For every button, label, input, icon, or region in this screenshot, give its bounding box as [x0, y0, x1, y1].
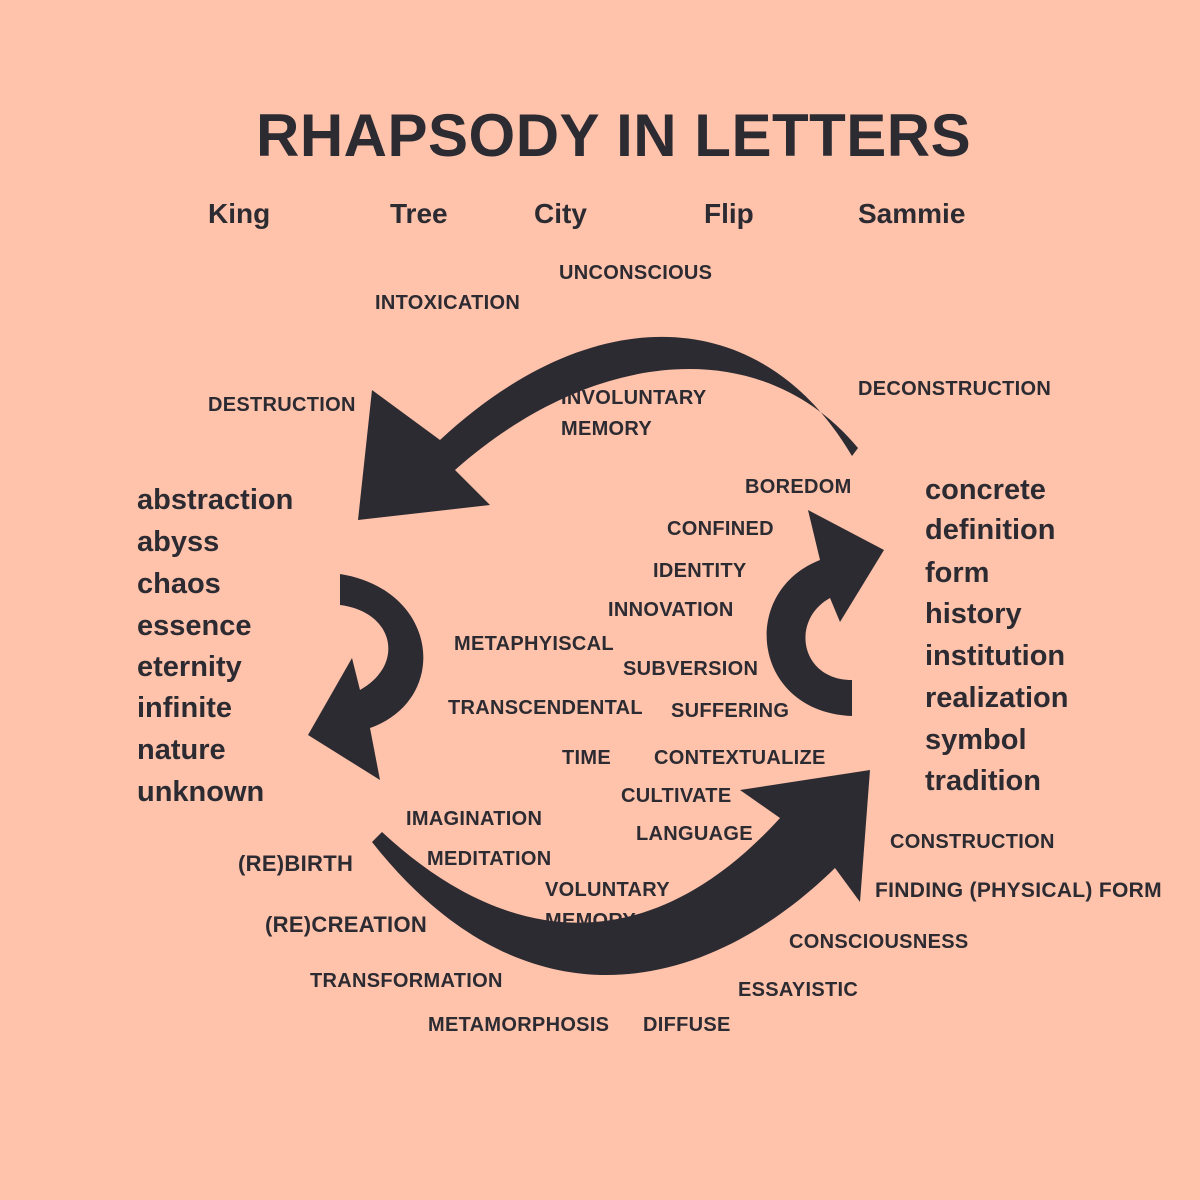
term-recreation: (RE)CREATION [265, 912, 428, 937]
left-term-essence: essence [137, 610, 252, 642]
term-meditation: MEDITATION [427, 848, 552, 870]
name-city: City [534, 198, 587, 229]
diagram-title: RHAPSODY IN LETTERS [256, 102, 972, 169]
right-term-history: history [925, 598, 1022, 630]
left-term-abstraction: abstraction [137, 484, 294, 516]
term-deconstruction: DECONSTRUCTION [858, 378, 1052, 400]
right-term-concrete: concrete [925, 474, 1046, 506]
right-term-definition: definition [925, 514, 1056, 546]
left-term-abyss: abyss [137, 526, 220, 558]
bottom-arc-arrow [372, 770, 870, 976]
name-tree: Tree [390, 198, 448, 229]
left-small-arrow [308, 574, 424, 780]
term-metamorphosis: METAMORPHOSIS [428, 1014, 610, 1036]
term-boredom: BOREDOM [745, 476, 852, 498]
term-unconscious: UNCONSCIOUS [559, 262, 713, 284]
term-imagination: IMAGINATION [406, 808, 543, 830]
term-cultivate: CULTIVATE [621, 785, 732, 807]
term-suffering: SUFFERING [671, 700, 790, 722]
left-term-unknown: unknown [137, 776, 265, 808]
term-destruction: DESTRUCTION [208, 394, 356, 416]
term-voluntary-memory: MEMORY [545, 910, 637, 932]
term-transcendental: TRANSCENDENTAL [448, 697, 643, 719]
term-consciousness: CONSCIOUSNESS [789, 931, 969, 953]
term-time: TIME [562, 747, 611, 769]
name-flip: Flip [704, 198, 754, 229]
term-involuntary-memory: MEMORY [561, 418, 653, 440]
term-transformation: TRANSFORMATION [310, 970, 503, 992]
term-identity: IDENTITY [653, 560, 747, 582]
right-small-arrow [766, 510, 884, 716]
right-term-tradition: tradition [925, 765, 1041, 797]
term-contextualize: CONTEXTUALIZE [654, 747, 826, 769]
term-finding-physical-form: FINDING (PHYSICAL) FORM [875, 879, 1162, 902]
right-term-realization: realization [925, 682, 1069, 714]
left-term-infinite: infinite [137, 692, 233, 724]
left-term-chaos: chaos [137, 568, 221, 600]
left-term-eternity: eternity [137, 651, 242, 683]
name-sammie: Sammie [858, 198, 966, 229]
term-language: LANGUAGE [636, 823, 753, 845]
term-diffuse: DIFFUSE [643, 1014, 731, 1036]
term-involuntary: INVOLUNTARY [561, 387, 707, 409]
term-voluntary: VOLUNTARY [545, 879, 670, 901]
term-rebirth: (RE)BIRTH [238, 851, 354, 876]
term-intoxication: INTOXICATION [375, 292, 521, 314]
right-term-form: form [925, 557, 990, 589]
term-innovation: INNOVATION [608, 599, 734, 621]
term-metaphyiscal: METAPHYISCAL [454, 633, 614, 655]
right-term-symbol: symbol [925, 724, 1027, 756]
top-arc-arrow [358, 336, 858, 520]
name-king: King [208, 198, 271, 229]
right-term-institution: institution [925, 640, 1066, 672]
term-confined: CONFINED [667, 518, 774, 540]
term-construction: CONSTRUCTION [890, 831, 1055, 853]
term-essayistic: ESSAYISTIC [738, 979, 859, 1001]
term-subversion: SUBVERSION [623, 658, 759, 680]
left-term-nature: nature [137, 734, 226, 766]
